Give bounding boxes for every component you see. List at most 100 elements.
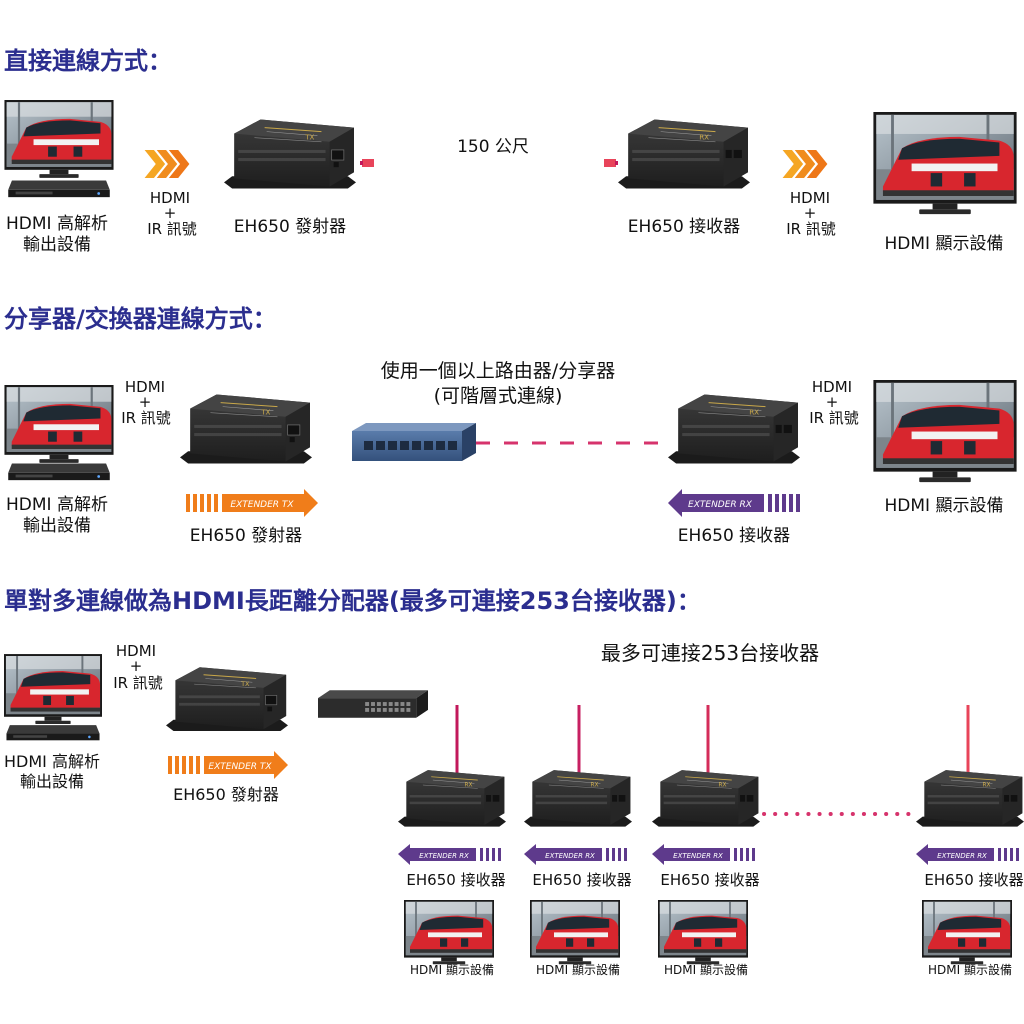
s1-source-tv-icon [4, 100, 114, 179]
s3-display-label-4: HDMI 顯示設備 [928, 962, 1012, 977]
s3-receiver-2: EXTENDER RX EH650 接收器 HDMI 顯示設備 [524, 769, 632, 977]
s3-display-tv-1-icon [403, 900, 495, 966]
s3-rx-badge-stripe [746, 848, 749, 861]
s3-switch-icon [318, 690, 428, 718]
s1-receiver-icon [618, 118, 750, 190]
s1-signal-right-3: IR 訊號 [786, 220, 836, 238]
s3-signal-2: + [130, 657, 143, 675]
s3-rx-badge-stripe [486, 848, 489, 861]
s1-tx-label: EH650 發射器 [234, 217, 346, 237]
s3-max-note: 最多可連接253台接收器 [601, 641, 819, 665]
s3-tx-label: EH650 發射器 [173, 785, 279, 804]
s3-display-label-1: HDMI 顯示設備 [410, 962, 494, 977]
s3-rx-badge-stripe [480, 848, 483, 861]
s3-rx-badge-stripe [624, 848, 627, 861]
s3-source-label-1: HDMI 高解析 [4, 752, 100, 771]
s2-signal-right-2: + [826, 393, 839, 411]
s3-rx-badge-4 [916, 844, 994, 865]
s3-rx-badge-stripe [618, 848, 621, 861]
s2-signal-right-1: HDMI [812, 378, 852, 396]
s3-receiver-4-icon [916, 769, 1024, 828]
s3-receiver-2-icon [524, 769, 632, 828]
s3-receiver-1-icon [398, 769, 506, 828]
s3-display-tv-3-icon [657, 900, 749, 966]
s3-rx-label-1: EH650 接收器 [406, 871, 505, 889]
s2-transmitter-icon [180, 393, 312, 465]
s3-rx-label-4: EH650 接收器 [924, 871, 1023, 889]
s3-source-tv-icon [4, 654, 102, 725]
section3-heading: 單對多連線做為HDMI長距離分配器(最多可連接253台接收器)： [4, 587, 701, 615]
s2-signal-right-3: IR 訊號 [809, 409, 859, 427]
s1-signal-right-1: HDMI [790, 189, 830, 207]
s3-signal-3: IR 訊號 [113, 674, 163, 692]
s1-source-label-2: 輸出設備 [23, 235, 91, 255]
s1-signal-left-2: + [164, 204, 177, 222]
s3-source-label-2: 輸出設備 [20, 772, 84, 791]
s2-tx-badge-text: EXTENDER TX [230, 500, 294, 510]
s3-rx-badge-stripe [1016, 848, 1019, 861]
s1-source-label-1: HDMI 高解析 [6, 214, 108, 234]
s2-tx-badge: EXTENDER TX [186, 489, 318, 517]
s2-tx-label: EH650 發射器 [190, 526, 302, 546]
s1-signal-left-3: IR 訊號 [147, 220, 197, 238]
s3-rx-label-2: EH650 接收器 [532, 871, 631, 889]
section1-heading: 直接連線方式： [4, 47, 172, 75]
s3-rx-badge-stripe [1010, 848, 1013, 861]
s3-tx-badge-text: EXTENDER TX [208, 762, 272, 772]
s3-rx-badge-stripe [740, 848, 743, 861]
s3-rx-badge-text-4: EXTENDER RX [937, 852, 987, 860]
s3-rx-badge-text-2: EXTENDER RX [545, 852, 595, 860]
s3-rx-badge-stripe [492, 848, 495, 861]
s2-display-label: HDMI 顯示設備 [885, 496, 1004, 516]
s2-signal-left-1: HDMI [125, 378, 165, 396]
s2-rx-badge-text: EXTENDER RX [688, 500, 753, 510]
s3-rx-badge-stripe [606, 848, 609, 861]
s2-rx-badge: EXTENDER RX [668, 489, 800, 517]
s1-source-box-icon [8, 180, 110, 198]
s3-display-label-2: HDMI 顯示設備 [536, 962, 620, 977]
s3-rx-badge-1 [398, 844, 476, 865]
s1-signal-right-2: + [804, 204, 817, 222]
s2-router-note-2: (可階層式連線) [434, 385, 563, 407]
s1-rj45-plug-right-icon [604, 159, 618, 167]
s3-rx-badge-2 [524, 844, 602, 865]
s2-source-box-icon [8, 463, 110, 481]
s1-transmitter-icon [224, 118, 356, 190]
s3-rx-badge-text-1: EXTENDER RX [419, 852, 469, 860]
s2-display-tv-icon [871, 380, 1019, 484]
s3-rx-badge-text-3: EXTENDER RX [673, 852, 723, 860]
s3-source-box-icon [6, 725, 100, 741]
s3-receiver-1: EXTENDER RX EH650 接收器 HDMI 顯示設備 [398, 769, 506, 977]
s3-receiver-3-icon [652, 769, 760, 828]
s3-rx-label-3: EH650 接收器 [660, 871, 759, 889]
s3-tx-badge: EXTENDER TX [168, 751, 288, 779]
s2-rx-label: EH650 接收器 [678, 526, 790, 546]
s3-display-tv-2-icon [529, 900, 621, 966]
s3-display-tv-4-icon [921, 900, 1013, 966]
s3-receiver-4: EXTENDER RX EH650 接收器 HDMI 顯示設備 [916, 769, 1024, 977]
s2-source-label-1: HDMI 高解析 [6, 495, 108, 515]
s3-signal-1: HDMI [116, 642, 156, 660]
s3-receiver-3: EXTENDER RX EH650 接收器 HDMI 顯示設備 [652, 769, 760, 977]
s2-signal-left-3: IR 訊號 [121, 409, 171, 427]
s2-source-tv-icon [4, 385, 114, 464]
s2-router-note-1: 使用一個以上路由器/分享器 [381, 360, 615, 382]
s3-rx-badge-stripe [752, 848, 755, 861]
s3-rx-badge-stripe [498, 848, 501, 861]
s1-distance-label: 150 公尺 [457, 137, 529, 157]
s3-rx-badge-3 [652, 844, 730, 865]
s2-switch-icon [352, 423, 476, 461]
s2-receiver-icon [668, 393, 800, 465]
s3-rx-badge-stripe [612, 848, 615, 861]
s3-rx-badge-stripe [998, 848, 1001, 861]
section2-heading: 分享器/交換器連線方式： [4, 305, 277, 333]
s3-rx-badge-stripe [1004, 848, 1007, 861]
s1-display-tv-icon [871, 112, 1019, 216]
s1-rx-label: EH650 接收器 [628, 217, 740, 237]
s1-rj45-plug-left-icon [360, 159, 374, 167]
s3-display-label-3: HDMI 顯示設備 [664, 962, 748, 977]
s2-source-label-2: 輸出設備 [23, 516, 91, 536]
s1-signal-left-1: HDMI [150, 189, 190, 207]
